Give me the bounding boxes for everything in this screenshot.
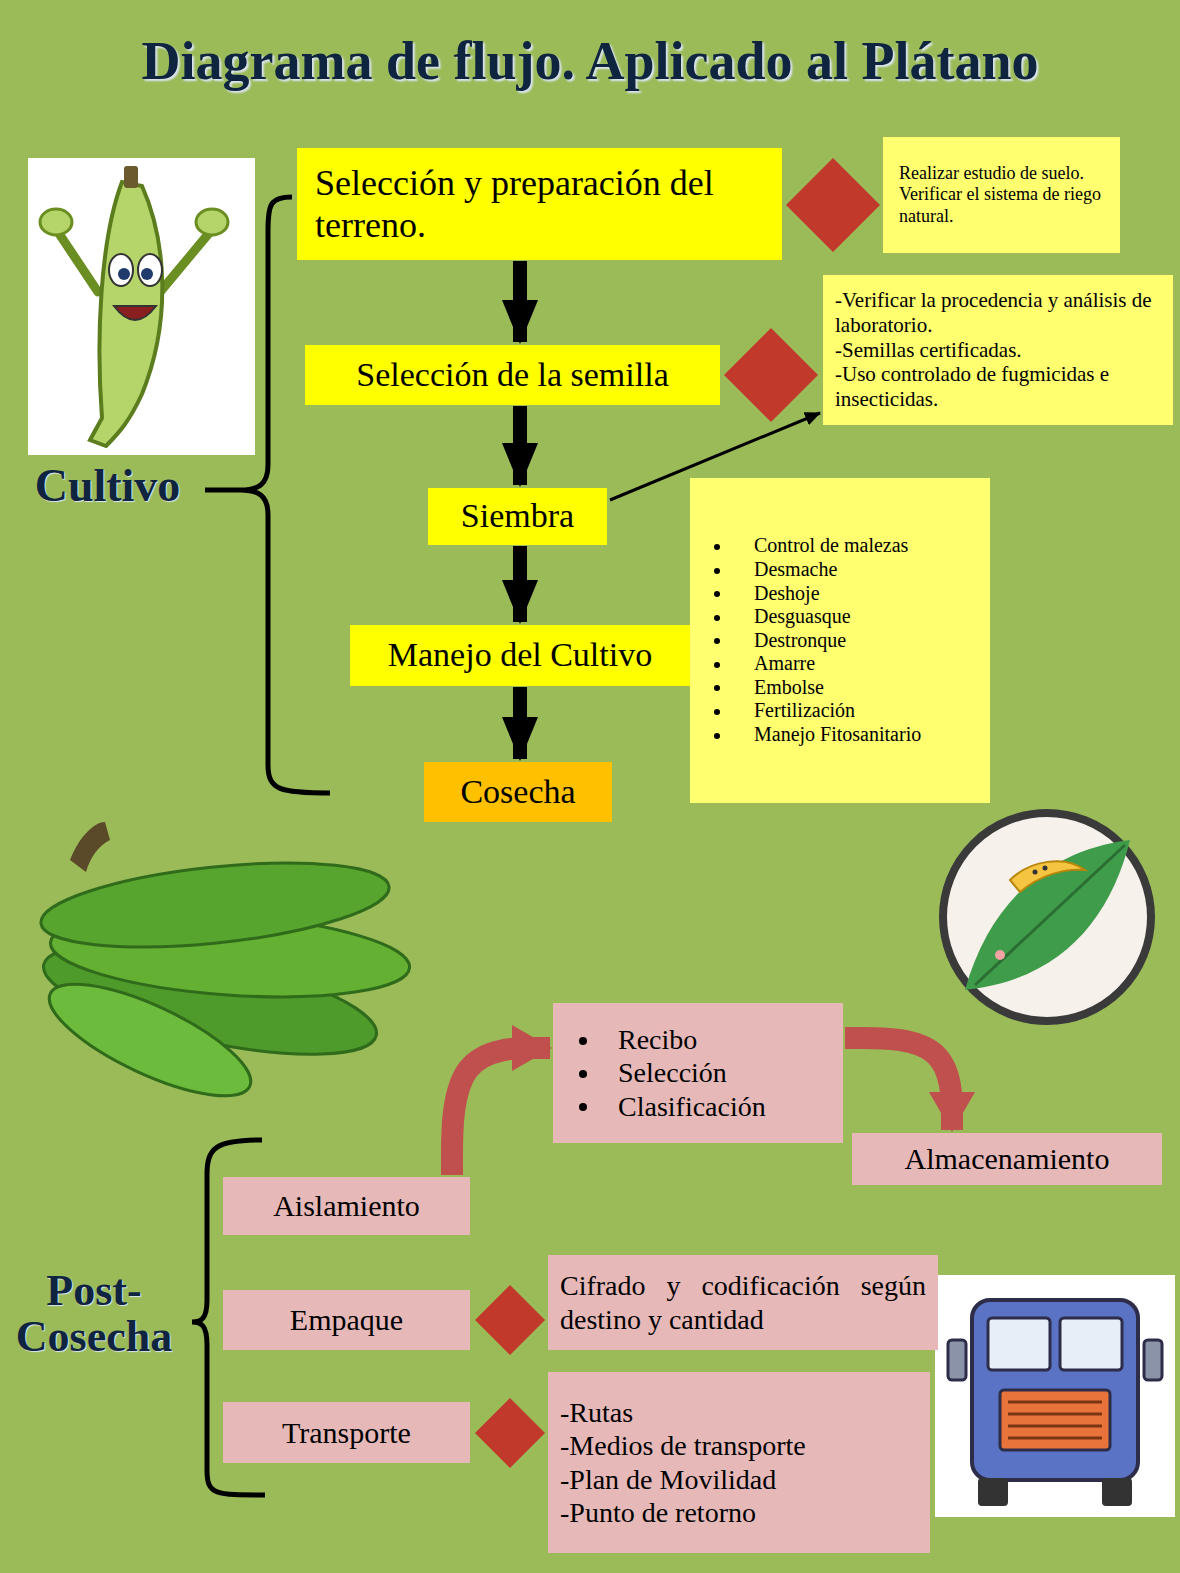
icon-banana (1010, 861, 1085, 892)
note-box: Realizar estudio de suelo.Verificar el s… (883, 137, 1120, 253)
node-text: Aislamiento (233, 1188, 460, 1223)
icon-flower (995, 950, 1005, 960)
flow-arrow (513, 546, 527, 622)
truck-grille-bar (1008, 1402, 1102, 1438)
picture-ground (935, 1275, 1175, 1517)
process-box: Selección y preparación del terreno. (297, 148, 782, 260)
truck-body (972, 1300, 1138, 1480)
list-item: Deshoje (700, 582, 980, 606)
list-item: Manejo Fitosanitario (700, 723, 980, 747)
node-text: Realizar estudio de suelo. (899, 163, 1104, 184)
cartoon-stem (124, 166, 138, 188)
cartoon-eye (138, 254, 162, 286)
node-text: -Medios de transporte (560, 1429, 918, 1462)
banana-bunch (35, 822, 412, 1117)
node-text: Cosecha (434, 772, 602, 812)
list-item: Clasificación (563, 1090, 833, 1123)
process-box: Almacenamiento (852, 1133, 1162, 1185)
icon-eye (1033, 870, 1038, 875)
process-box: Siembra (428, 488, 607, 545)
terminal-box: Cosecha (424, 762, 612, 822)
decision-diamond (786, 158, 880, 252)
node-text: Verificar el sistema de riego natural. (899, 184, 1104, 226)
list-item: Amarre (700, 652, 980, 676)
node-text: Siembra (438, 496, 597, 536)
truck-wheel (1102, 1478, 1132, 1506)
flow-arrow (845, 1038, 952, 1130)
note-box: Cifrado y codificación según destino y c… (548, 1255, 938, 1350)
icon-eye (1043, 866, 1048, 871)
note-box: -Verificar la procedencia y análisis de … (823, 275, 1173, 425)
truck-grille (1000, 1390, 1110, 1450)
banana-finger (36, 963, 264, 1118)
list-item: Desguasque (700, 605, 980, 629)
note-box: -Rutas-Medios de transporte-Plan de Movi… (548, 1372, 930, 1553)
decision-diamond (475, 1285, 545, 1355)
group-label: Post- Cosecha (5, 1268, 183, 1360)
cartoon-body (90, 182, 162, 446)
node-text: -Punto de retorno (560, 1496, 918, 1529)
bracket-tie (205, 488, 240, 493)
cartoon-arm (58, 232, 98, 292)
flow-arrow (513, 406, 527, 485)
cartoon-mouth (114, 306, 156, 320)
icon-leaf (965, 840, 1130, 990)
truck-wheel (978, 1478, 1008, 1506)
list-item: Destronque (700, 629, 980, 653)
truck-window (988, 1318, 1050, 1370)
icon-ring (943, 813, 1151, 1021)
list-item: Selección (563, 1056, 833, 1089)
node-text: Transporte (233, 1415, 460, 1450)
diagram-title: Diagrama de flujo. Aplicado al Plátano (0, 30, 1180, 92)
node-text: Almacenamiento (862, 1141, 1152, 1176)
task-list-box: Control de malezasDesmacheDeshojeDesguas… (690, 478, 990, 803)
flow-arrow (513, 687, 527, 759)
cartoon-arm (160, 232, 210, 292)
node-text: -Verificar la procedencia y análisis de … (835, 288, 1161, 338)
flow-arrow (513, 261, 527, 342)
process-box: Selección de la semilla (305, 345, 720, 405)
truck-mirror (948, 1340, 966, 1380)
picture-ground (28, 158, 255, 455)
cultivo-bracket (240, 197, 330, 793)
cartoon-pupil (141, 268, 153, 280)
node-text: Selección y preparación del terreno. (315, 162, 764, 247)
banana-leaf-icon (943, 813, 1151, 1021)
decision-diamond (475, 1398, 545, 1468)
cartoon-hand (196, 209, 228, 235)
truck-icon (935, 1275, 1175, 1517)
cartoon-eye (109, 254, 133, 286)
banana-finger (37, 849, 393, 961)
process-box: Aislamiento (223, 1177, 470, 1235)
node-text: Empaque (233, 1302, 460, 1337)
node-text: Cifrado y codificación según destino y c… (560, 1269, 926, 1335)
list-item: Control de malezas (700, 534, 980, 558)
icon-leaf-vein (975, 845, 1125, 985)
process-box: Empaque (223, 1290, 470, 1350)
node-text: -Uso controlado de fugmicidas e insectic… (835, 362, 1161, 412)
node-text: Selección de la semilla (321, 355, 704, 395)
truck-mirror (1144, 1340, 1162, 1380)
process-box: Manejo del Cultivo (350, 625, 690, 686)
cartoon-pupil (118, 268, 130, 280)
list-item: Embolse (700, 676, 980, 700)
node-text: -Semillas certificadas. (835, 338, 1161, 363)
process-box: ReciboSelecciónClasificación (553, 1003, 843, 1143)
node-text: Manejo del Cultivo (362, 635, 678, 675)
cartoon-hand (40, 209, 72, 235)
group-label: Cultivo (15, 462, 200, 510)
flow-arrow (452, 1048, 550, 1175)
node-text: -Plan de Movilidad (560, 1463, 918, 1496)
truck-window (1060, 1318, 1122, 1370)
list-item: Fertilización (700, 699, 980, 723)
process-box: Transporte (223, 1402, 470, 1463)
banana-cartoon (28, 158, 255, 455)
node-text: -Rutas (560, 1396, 918, 1429)
decision-diamond (724, 328, 818, 422)
banana-stem (70, 822, 110, 872)
list-item: Desmache (700, 558, 980, 582)
list-item: Recibo (563, 1023, 833, 1056)
